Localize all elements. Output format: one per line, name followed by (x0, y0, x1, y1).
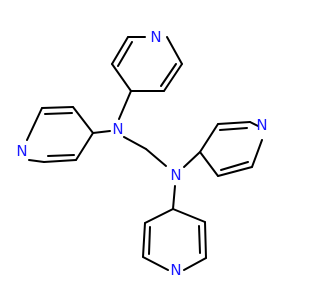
svg-text:N: N (150, 28, 161, 46)
svg-text:N: N (170, 166, 181, 184)
bond-top-ring-to-amine (118, 90, 132, 120)
pyridine-ring-left (26, 106, 94, 163)
molecule-structure: N N N N N N (16, 28, 267, 279)
atom-n-bottom-ring: N (170, 261, 181, 279)
svg-text:N: N (170, 261, 181, 279)
pyridine-ring-bottom (142, 208, 207, 271)
bond-right-ring-to-amine (183, 151, 201, 168)
bond-amine-upper-to-ch2 (123, 136, 147, 150)
atom-n-amine-upper: N (112, 120, 123, 138)
bond-bottom-ring-to-amine (172, 185, 176, 210)
svg-text:N: N (16, 142, 27, 160)
atom-n-left-ring: N (16, 142, 27, 160)
atom-n-top-ring: N (150, 28, 161, 46)
svg-text:N: N (112, 120, 123, 138)
bond-left-ring-to-amine (92, 130, 111, 134)
pyridine-ring-top (111, 36, 183, 92)
atom-n-right-ring: N (256, 116, 267, 134)
pyridine-ring-right (199, 121, 263, 177)
svg-text:N: N (256, 116, 267, 134)
atom-n-amine-lower: N (170, 166, 181, 184)
bond-ch2-to-amine-lower (145, 148, 167, 167)
